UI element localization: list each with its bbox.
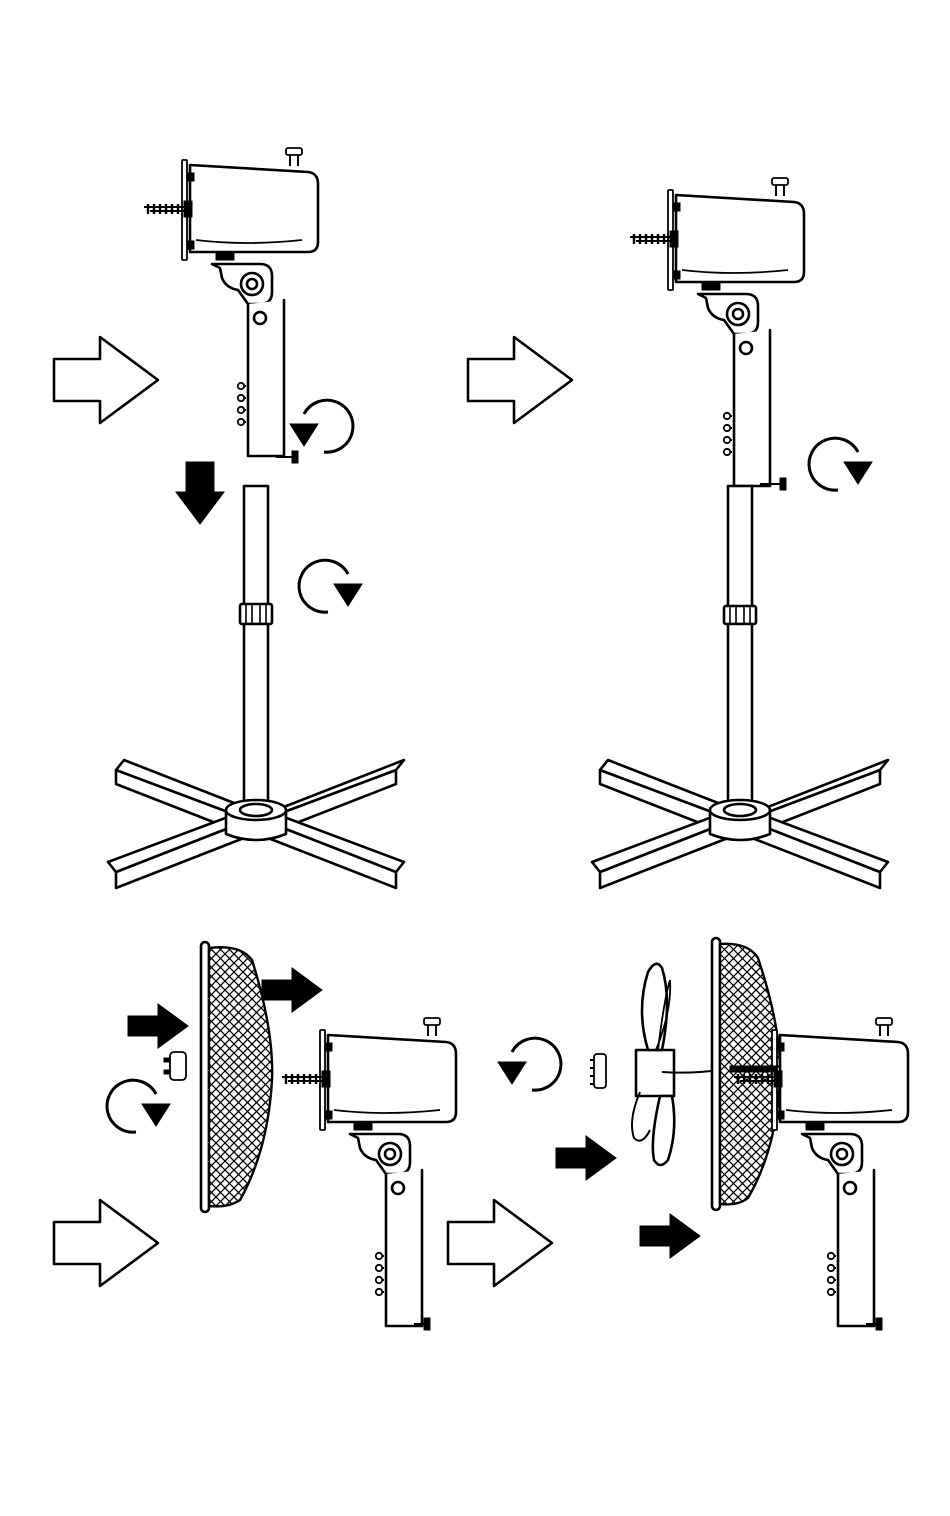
step-4-outline-arrow-icon — [448, 1200, 552, 1286]
step-4-rotate-ccw-icon — [498, 1038, 561, 1090]
step-3-outline-arrow-icon — [54, 1200, 158, 1286]
step-1-down-arrow-icon — [176, 462, 224, 524]
step-3-rotate-cw-icon — [107, 1080, 170, 1132]
step-4-fan-blade — [632, 964, 720, 1165]
step-3-rear-grille — [201, 942, 272, 1212]
step-1-rotate-ccw-icon — [290, 400, 353, 452]
step-4-push-arrow-icon — [556, 1136, 616, 1180]
step-1-pole — [240, 486, 272, 810]
step-3-push-arrow-icon-2 — [262, 968, 322, 1012]
step-1-motor-head — [144, 148, 318, 456]
step-2-motor-head — [630, 178, 804, 486]
step-2-panel — [468, 178, 888, 888]
step-3-spinner-cap — [170, 1052, 186, 1080]
step-1-panel — [54, 148, 404, 888]
step-1-outline-arrow-icon — [54, 337, 158, 423]
step-4-push-arrow-icon-2 — [640, 1214, 700, 1258]
step-2-pole — [728, 486, 752, 608]
step-3-motor-head — [282, 1018, 456, 1326]
step-4-panel — [448, 938, 908, 1330]
step-3-panel — [54, 942, 456, 1330]
step-4-rear-grille — [712, 938, 780, 1210]
step-1-knob — [292, 451, 298, 463]
step-2-knob — [780, 478, 786, 490]
step-2-rotate-cw-icon — [809, 438, 872, 490]
step-1-rotate-cw-icon — [299, 560, 362, 612]
step-4-spinner-cap — [594, 1054, 606, 1088]
step-2-outline-arrow-icon — [468, 337, 572, 423]
step-3-push-arrow-icon — [128, 1004, 188, 1048]
